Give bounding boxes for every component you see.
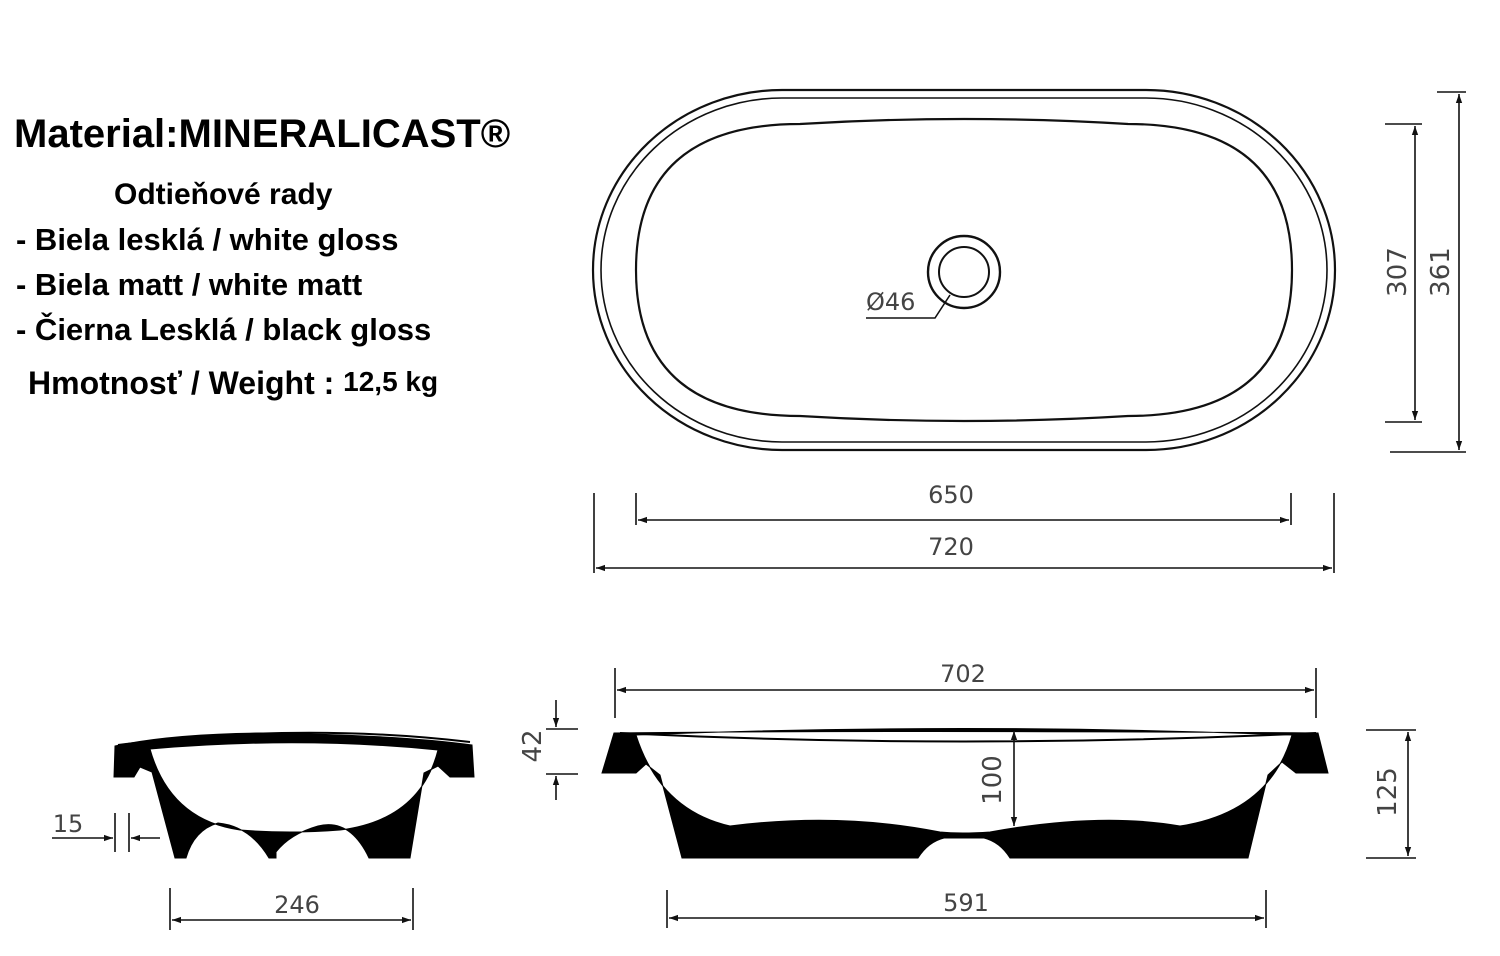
side-base-width-label: 246 (274, 891, 320, 919)
front-top-width-label: 702 (940, 660, 986, 688)
side-section-rim (117, 731, 471, 746)
basin-rim-outline (600, 97, 1328, 443)
weight-value: 12,5 kg (343, 366, 439, 397)
front-section-rim (619, 732, 1317, 743)
rim-thickness-label: 15 (53, 810, 84, 838)
weight-spec: Hmotnosť / Weight : 12,5 kg (28, 365, 438, 402)
weight-label: Hmotnosť / Weight : (28, 365, 335, 401)
inner-depth-label: 307 (1383, 247, 1413, 297)
side-section-view (113, 731, 475, 859)
material-title: Material:MINERALICAST® (14, 112, 511, 156)
drain-leader-line (866, 294, 951, 319)
top-view (591, 88, 1337, 452)
front-base-width-label: 591 (943, 889, 989, 917)
color-option-black-gloss: - Čierna Lesklá / black gloss (16, 312, 432, 347)
basin-inner-outline (634, 117, 1294, 423)
side-dimensions (52, 813, 414, 930)
rim-height-label: 42 (518, 729, 548, 762)
outer-depth-label: 361 (1426, 247, 1456, 297)
basin-outer-outline (591, 88, 1337, 452)
top-depth-dimensions (1385, 91, 1466, 453)
front-section-view (601, 728, 1329, 859)
drain-inner-circle (938, 246, 990, 298)
side-section-shell (113, 732, 475, 859)
color-option-white-matt: - Biela matt / white matt (16, 267, 363, 302)
drain-diameter-label: Ø46 (866, 288, 915, 316)
drain-outer-circle (926, 234, 1002, 310)
color-range-heading: Odtieňové rady (114, 178, 333, 211)
color-option-white-gloss: - Biela lesklá / white gloss (16, 222, 399, 257)
total-height-label: 125 (1373, 767, 1403, 817)
front-section-shell (601, 728, 1329, 859)
outer-width-label: 720 (928, 533, 974, 561)
front-dimensions (546, 668, 1416, 928)
inner-width-label: 650 (928, 481, 974, 509)
inner-depth-front-label: 100 (978, 755, 1008, 805)
top-width-dimensions (593, 493, 1335, 573)
